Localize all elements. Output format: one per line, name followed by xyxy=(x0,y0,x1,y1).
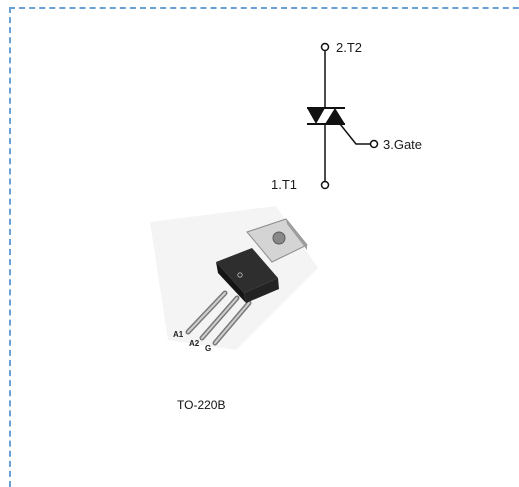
package-body-front xyxy=(216,262,246,303)
t1-label: 1.T1 xyxy=(271,177,297,192)
metal-tab-edge xyxy=(286,219,307,250)
triac-diagram: 2.T2 3.Gate 1.T1 A1 A2 G xyxy=(150,40,422,353)
thyristor-triangle-right xyxy=(325,108,345,124)
t1-terminal xyxy=(320,180,330,190)
package-caption: TO-220B xyxy=(177,398,226,412)
to220-package-image xyxy=(150,206,318,350)
pin1-marker xyxy=(237,272,243,278)
t2-terminal xyxy=(320,42,330,52)
diagram-frame xyxy=(9,7,519,487)
gate-label: 3.Gate xyxy=(383,137,422,152)
package-body-side xyxy=(244,278,279,303)
gate-terminal xyxy=(369,139,379,149)
package-body-top xyxy=(216,248,278,293)
pin-label-a2: A2 xyxy=(189,339,200,348)
t2-label: 2.T2 xyxy=(336,40,362,55)
triac-symbol xyxy=(307,42,379,190)
pin-label-g: G xyxy=(205,344,211,353)
pin-label-a1: A1 xyxy=(173,330,184,339)
thyristor-triangle-left xyxy=(307,108,325,124)
mounting-hole xyxy=(272,231,286,245)
package-leads xyxy=(185,290,252,346)
gate-lead xyxy=(339,123,370,145)
